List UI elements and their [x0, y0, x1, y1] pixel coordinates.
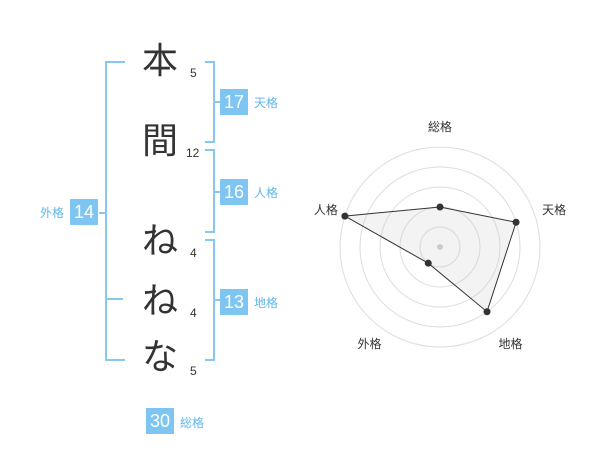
- radar-axis-label-3: 地格: [499, 336, 523, 351]
- radar-ring: [379, 186, 501, 308]
- soukaku-label: 総格: [180, 416, 205, 430]
- radar-center: [437, 244, 443, 250]
- radar-point-2: [512, 218, 520, 226]
- tenkaku-label: 天格: [254, 96, 279, 110]
- tenkaku-value-badge: 17: [220, 89, 248, 115]
- stroke-count-3: 4: [190, 246, 197, 260]
- radar-axis-label-4: 外格: [357, 336, 381, 351]
- stroke-count-1: 5: [190, 66, 197, 80]
- chikaku-connector: [213, 299, 220, 301]
- chikaku-label: 地格: [254, 296, 279, 310]
- radar-point-1: [436, 203, 444, 211]
- jinkaku-label: 人格: [254, 186, 279, 200]
- radar-axis-label-5: 人格: [314, 202, 338, 217]
- chikaku-value-badge: 13: [220, 289, 248, 315]
- name-char-1: 本: [141, 41, 178, 82]
- radar-area: [343, 206, 517, 313]
- tenkaku-connector: [213, 101, 220, 103]
- radar-axis-label-2: 天格: [542, 202, 566, 217]
- gaikaku-connector: [99, 212, 107, 214]
- gaikaku-label: 外格: [40, 206, 65, 220]
- radar-axis-label-1: 総格: [428, 119, 452, 134]
- name-char-4: ね: [141, 281, 178, 322]
- gaikaku-value-badge: 14: [70, 199, 98, 225]
- jinkaku-value-badge: 16: [220, 179, 248, 205]
- radar-point-4: [424, 259, 432, 267]
- radar-point-3: [483, 308, 491, 316]
- name-char-5: な: [141, 337, 178, 378]
- radar-point-5: [341, 212, 349, 220]
- stroke-count-5: 5: [190, 364, 197, 378]
- stroke-count-2: 12: [186, 146, 200, 160]
- radar-ring: [339, 146, 541, 348]
- jinkaku-connector: [213, 191, 220, 193]
- radar-ring: [359, 166, 521, 328]
- soukaku-value-badge: 30: [146, 408, 174, 434]
- gaikaku-bracket-tick: [105, 298, 123, 300]
- gaikaku-bracket: [105, 61, 125, 361]
- name-char-2: 間: [141, 121, 178, 162]
- radar-ring: [419, 226, 461, 268]
- name-char-3: ね: [141, 221, 178, 262]
- stroke-count-4: 4: [190, 306, 197, 320]
